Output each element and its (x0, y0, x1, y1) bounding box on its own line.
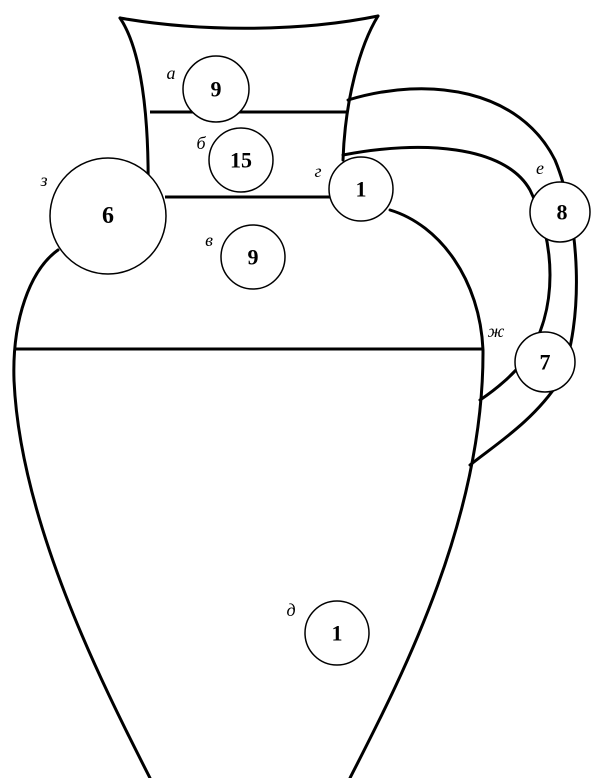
region-a-value: 9 (211, 77, 222, 102)
region-z-letter: з (39, 170, 47, 190)
region-v-letter: в (205, 230, 213, 250)
region-e-circle (529, 181, 591, 243)
region-a-circle (182, 55, 250, 123)
handle-outer (346, 87, 578, 467)
region-a-letter: а (167, 63, 176, 83)
region-z: з 6 (39, 157, 167, 275)
jug-outline (12, 14, 578, 778)
region-v-circle (220, 224, 286, 290)
region-b-circle (208, 127, 274, 193)
region-e-value: 8 (557, 200, 568, 225)
body-left-edge (12, 248, 152, 778)
region-d: д 1 (286, 600, 370, 666)
region-g-value: 1 (356, 177, 367, 202)
region-e-letter: е (536, 158, 544, 178)
region-zh-value: 7 (540, 350, 551, 375)
region-zh-letter: ж (488, 321, 505, 341)
region-z-value: 6 (102, 203, 114, 229)
region-b-value: 15 (230, 148, 252, 173)
region-z-circle (49, 157, 167, 275)
region-d-value: 1 (332, 621, 343, 646)
region-zh: ж 7 (488, 321, 576, 393)
region-e: е 8 (529, 158, 591, 243)
region-v-value: 9 (248, 245, 259, 270)
body-right-edge (348, 208, 485, 778)
region-b: б 15 (196, 127, 274, 193)
region-b-letter: б (196, 133, 206, 153)
region-d-circle (304, 600, 370, 666)
region-a: а 9 (167, 55, 250, 123)
region-zh-circle (514, 331, 576, 393)
region-d-letter: д (286, 600, 295, 620)
region-g-letter: г (314, 161, 321, 181)
neck-right-edge (341, 14, 380, 162)
neck-left-edge (118, 16, 150, 202)
region-v: в 9 (205, 224, 286, 290)
rim (118, 14, 380, 30)
region-g-circle (328, 156, 394, 222)
region-g: г 1 (314, 156, 394, 222)
